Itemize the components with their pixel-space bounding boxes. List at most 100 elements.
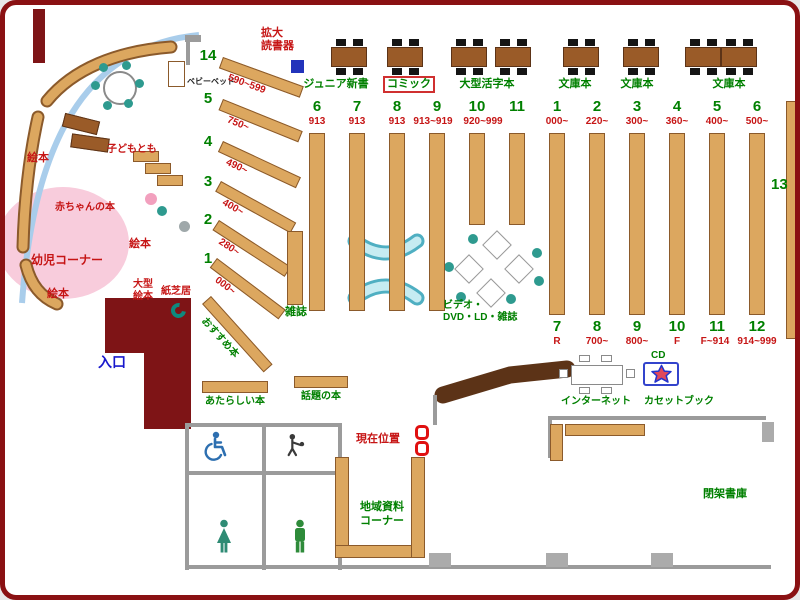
stack-number: 12 — [748, 318, 766, 335]
stack-range: F — [673, 336, 681, 347]
stack-number: 11 — [509, 98, 525, 115]
reading-table — [331, 39, 367, 75]
stack-shelf — [549, 133, 565, 315]
seat-dot — [135, 79, 144, 88]
baby-bed — [168, 61, 185, 87]
wall — [548, 416, 766, 420]
stack-shelf — [309, 133, 325, 311]
stack-number: 2 — [592, 98, 602, 115]
stack-shelf — [389, 133, 405, 311]
kids-step-shelf — [145, 163, 171, 174]
stack-number: 5 — [712, 98, 722, 115]
local-materials-label-line2: コーナー — [360, 515, 404, 527]
wall — [185, 35, 201, 42]
toddler-corner-label: 幼児コーナー — [31, 253, 104, 267]
internet-table — [571, 365, 623, 385]
stack-shelf — [709, 133, 725, 315]
magnifier-label: 拡大 読書器 — [261, 27, 307, 52]
stack-range: 360~ — [665, 116, 689, 127]
pillar — [546, 553, 568, 567]
baby-books-label: 赤ちゃんの本 — [55, 202, 115, 213]
wall — [185, 471, 342, 475]
reading-table — [563, 39, 599, 75]
star-icon — [650, 364, 672, 383]
wall — [185, 423, 189, 570]
curved-shelf-band — [21, 260, 62, 309]
seat-dot — [468, 234, 478, 244]
fan-shelf-number: 5 — [203, 90, 213, 107]
baby-icon — [285, 433, 307, 462]
seat-dot — [103, 101, 112, 110]
large-picture-books-label: 大型絵本 — [133, 279, 153, 302]
fan-shelf-number: 2 — [203, 211, 213, 228]
stack-range: 400~ — [705, 116, 729, 127]
local-materials-shelf — [335, 457, 349, 558]
closed-stacks-label: 閉架書庫 — [703, 488, 747, 500]
new-books-shelf — [202, 381, 268, 393]
section-comic: コミック — [383, 76, 435, 93]
kodomo-label: 子どもとも — [107, 144, 157, 155]
seat-dot — [444, 262, 454, 272]
section-junior-shinsho: ジュニア新書 — [303, 78, 369, 90]
seat-dot — [124, 99, 133, 108]
stack-number: 4 — [672, 98, 682, 115]
stack-range: R — [553, 336, 561, 347]
stack-range: 700~ — [585, 336, 609, 347]
woman-icon — [213, 519, 235, 560]
stack-range: 920~999 — [463, 116, 503, 127]
stack-range: 220~ — [585, 116, 609, 127]
stack-range: 913 — [308, 116, 326, 127]
kids-step-shelf — [133, 151, 159, 162]
topic-books-label: 話題の本 — [301, 391, 341, 402]
wall — [262, 423, 266, 570]
section-bunko: 文庫本 — [712, 78, 746, 90]
local-materials-label-line1: 地域資料 — [360, 501, 404, 513]
av-corner-label-line1: ビデオ・ — [443, 300, 483, 311]
wall-shelf-13 — [786, 101, 795, 339]
seat-dot — [99, 63, 108, 72]
stack-range: F~914 — [700, 336, 730, 347]
stack-range: 913 — [388, 116, 406, 127]
stack-range: 913 — [348, 116, 366, 127]
kamishibai-label: 紙芝居 — [161, 286, 191, 297]
entrance-wall — [105, 298, 191, 353]
display-diamond — [476, 278, 506, 308]
seat-dot — [122, 61, 131, 70]
stack-number: 7 — [352, 98, 362, 115]
reading-table — [623, 39, 659, 75]
magnifier-device-icon — [291, 60, 304, 73]
fan-shelf-number: 4 — [203, 133, 213, 150]
stack-shelf — [349, 133, 365, 311]
stack-shelf — [429, 133, 445, 311]
magnifier-label-line1: 拡大 — [261, 27, 283, 39]
av-corner-label-line2: DVD・LD・雑誌 — [443, 312, 518, 323]
magnifier-label-line2: 読書器 — [261, 39, 294, 52]
service-counter — [434, 360, 576, 404]
magazine-label: 雑誌 — [285, 306, 307, 318]
pillar — [429, 553, 451, 567]
stack-number: 8 — [592, 318, 602, 335]
seat-dot — [534, 276, 544, 286]
display-diamond — [482, 230, 512, 260]
magazine-shelf — [287, 231, 303, 305]
reading-table — [685, 39, 721, 75]
stack-number: 9 — [432, 98, 442, 115]
local-materials-shelf — [411, 457, 425, 558]
stack-number: 8 — [392, 98, 402, 115]
wall-segment — [33, 9, 45, 63]
seat-dot — [179, 221, 190, 232]
fan-shelf-number: 1 — [203, 250, 213, 267]
reading-table — [495, 39, 531, 75]
reading-table — [721, 39, 757, 75]
display-diamond — [454, 254, 484, 284]
decor-layer — [5, 32, 576, 404]
stack-range: 500~ — [745, 116, 769, 127]
stack-number: 6 — [752, 98, 762, 115]
display-diamond — [504, 254, 534, 284]
pillar — [651, 553, 673, 567]
cassette-shelf — [565, 424, 645, 436]
stack-shelf — [589, 133, 605, 315]
location-marker-box — [415, 425, 429, 440]
chair — [601, 355, 612, 362]
